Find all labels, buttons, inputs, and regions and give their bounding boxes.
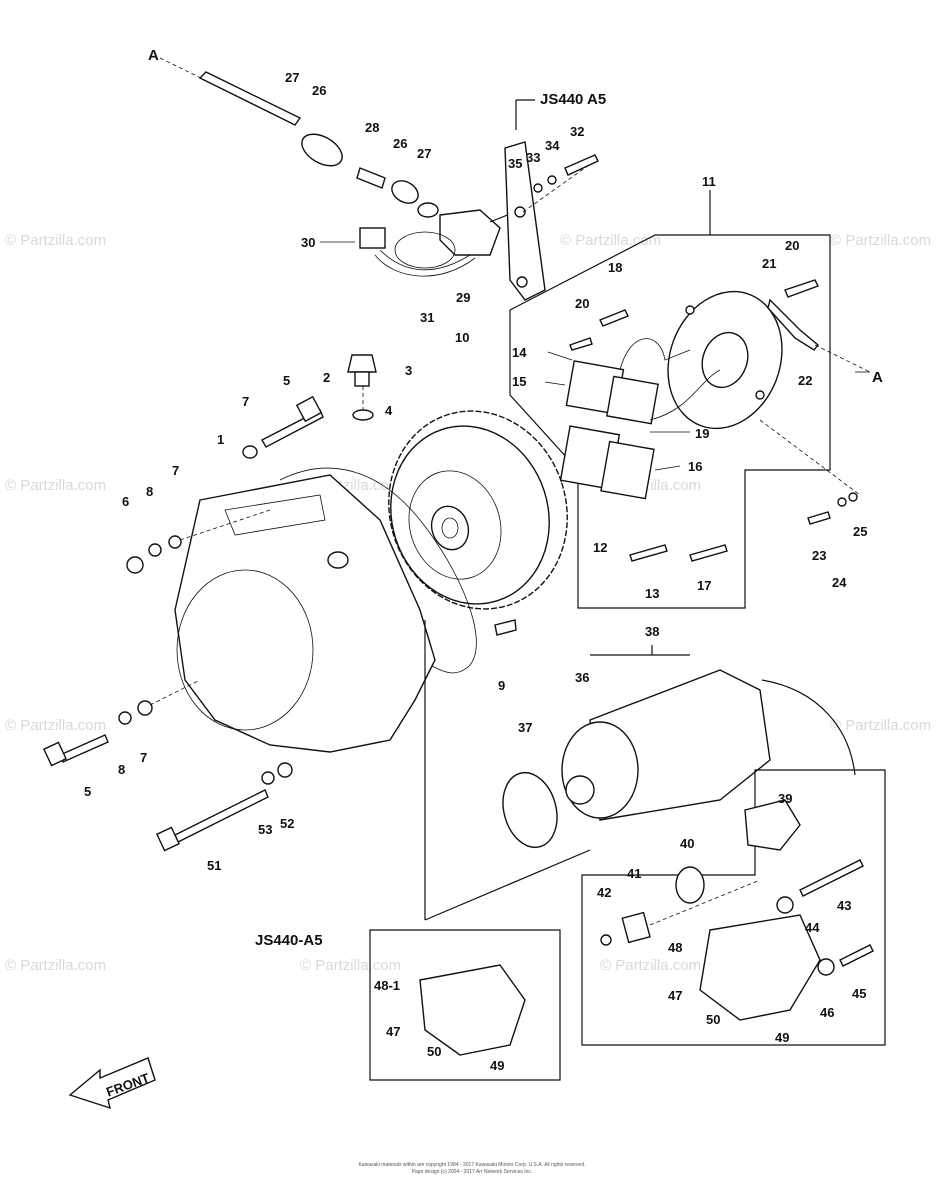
watermark-text: © Partzilla.com: [5, 717, 106, 734]
rotor-flywheel: [388, 410, 568, 610]
js440-a5-bottom-label: JS440-A5: [255, 932, 323, 949]
footer-copyright: Kawasaki materials within are copyright …: [358, 1162, 585, 1168]
callout-38: 38: [645, 624, 659, 639]
callout-17: 17: [697, 578, 711, 593]
watermark-text: © Partzilla.com: [830, 232, 931, 249]
callout-7: 7: [140, 750, 147, 765]
bolts-left: [43, 395, 324, 852]
callout-45: 45: [852, 986, 866, 1001]
stator-parts: [559, 279, 871, 562]
callout-16: 16: [688, 459, 702, 474]
callout-29: 29: [456, 290, 470, 305]
callout-13: 13: [645, 586, 659, 601]
hardware-23-25: [807, 492, 858, 525]
callout-33: 33: [526, 150, 540, 165]
callout-30: 30: [301, 235, 315, 250]
callout-1: 1: [217, 432, 224, 447]
callout-23: 23: [812, 548, 826, 563]
starter-clutch-parts: [600, 799, 874, 1021]
callout-7: 7: [172, 463, 179, 478]
callout-5: 5: [84, 784, 91, 799]
callout-39: 39: [778, 791, 792, 806]
callout-27: 27: [285, 70, 299, 85]
callout-40: 40: [680, 836, 694, 851]
front-arrow: FRONT: [68, 1057, 156, 1110]
callout-46: 46: [820, 1005, 834, 1020]
js440-a5-box: [369, 929, 561, 1081]
callout-48-1: 48-1: [374, 978, 400, 993]
callout-49: 49: [490, 1058, 504, 1073]
js440-a5-part: [419, 964, 526, 1056]
callout-8: 8: [118, 762, 125, 777]
callout-3: 3: [405, 363, 412, 378]
ref-a-right: A: [872, 369, 883, 386]
callout-20: 20: [575, 296, 589, 311]
js440-a5-top-label: JS440 A5: [540, 91, 606, 108]
callout-numbers: 27 26 28 26 27 30 31 29 35 33 34 32 11 1…: [84, 70, 867, 1073]
callout-52: 52: [280, 816, 294, 831]
callout-18: 18: [608, 260, 622, 275]
callout-47: 47: [668, 988, 682, 1003]
callout-27: 27: [417, 146, 431, 161]
generator-cover: [174, 474, 517, 753]
callout-44: 44: [805, 920, 820, 935]
callout-41: 41: [627, 866, 641, 881]
callout-12: 12: [593, 540, 607, 555]
callout-43: 43: [837, 898, 851, 913]
callout-51: 51: [207, 858, 221, 873]
watermark-text: © Partzilla.com: [830, 717, 931, 734]
callout-21: 21: [762, 256, 776, 271]
callout-4: 4: [385, 403, 393, 418]
watermark-text: © Partzilla.com: [560, 232, 661, 249]
plug-3: [347, 354, 377, 421]
callout-22: 22: [798, 373, 812, 388]
callout-47: 47: [386, 1024, 400, 1039]
callout-9: 9: [498, 678, 505, 693]
callout-2: 2: [323, 370, 330, 385]
callout-7: 7: [242, 394, 249, 409]
callout-50: 50: [427, 1044, 441, 1059]
callout-31: 31: [420, 310, 434, 325]
callout-48: 48: [668, 940, 682, 955]
callout-15: 15: [512, 374, 526, 389]
sensor-cable-group: [159, 57, 516, 277]
stator-assembly-box: [509, 234, 831, 609]
callout-34: 34: [545, 138, 560, 153]
watermark-text: © Partzilla.com: [5, 232, 106, 249]
callout-50: 50: [706, 1012, 720, 1027]
bracket-33: [504, 99, 599, 301]
ref-a-top: A: [148, 47, 159, 64]
callout-8: 8: [146, 484, 153, 499]
callout-14: 14: [512, 345, 527, 360]
callout-20: 20: [785, 238, 799, 253]
starter-clutch-box: [581, 769, 886, 1046]
callout-32: 32: [570, 124, 584, 139]
callout-36: 36: [575, 670, 589, 685]
callout-24: 24: [832, 575, 847, 590]
gasket-2: [279, 467, 477, 674]
callout-5: 5: [283, 373, 290, 388]
callout-6: 6: [122, 494, 129, 509]
callout-35: 35: [508, 156, 522, 171]
watermark-text: © Partzilla.com: [5, 477, 106, 494]
watermark-text: © Partzilla.com: [300, 957, 401, 974]
callout-26: 26: [393, 136, 407, 151]
watermark-text: © Partzilla.com: [600, 957, 701, 974]
callout-11: 11: [702, 174, 716, 189]
callout-49: 49: [775, 1030, 789, 1045]
callout-26: 26: [312, 83, 326, 98]
callout-53: 53: [258, 822, 272, 837]
callout-37: 37: [518, 720, 532, 735]
callout-42: 42: [597, 885, 611, 900]
leader-lines: [320, 241, 870, 471]
footer-page-design: Page design (c) 2004 - 2017 Arr Network …: [412, 1169, 533, 1175]
callout-19: 19: [695, 426, 709, 441]
callout-25: 25: [853, 524, 867, 539]
watermark-text: © Partzilla.com: [5, 957, 106, 974]
callout-10: 10: [455, 330, 469, 345]
starter-motor: [502, 645, 856, 849]
callout-28: 28: [365, 120, 379, 135]
